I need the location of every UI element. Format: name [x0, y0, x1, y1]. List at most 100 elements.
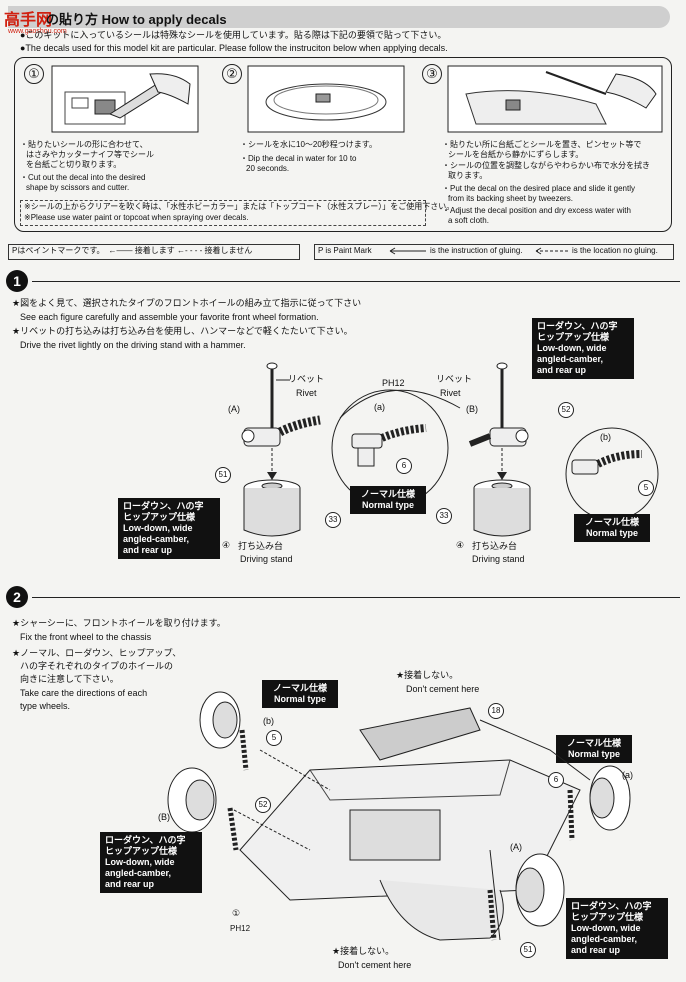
decal-intro-jp: ●このキットに入っているシールは特殊なシールを使用しています。貼る際は下記の要領…	[20, 30, 447, 40]
no-cement-bottom-en: Don't cement here	[338, 960, 412, 970]
normal-label-step1-right: ノーマル仕様 Normal type	[574, 514, 650, 542]
step-2-text-jp1: ★シャーシーに、フロントホイールを取り付けます。	[12, 618, 226, 628]
decal-step-1-number: ①	[24, 64, 44, 84]
part-52-callout: 52	[558, 402, 574, 418]
rivet-label-jp-left: リベット	[288, 374, 325, 384]
decal-step-2-number: ②	[222, 64, 242, 84]
decal-step-3-jp4: 取ります。	[448, 171, 488, 180]
driving-stand-right-num: ④	[456, 540, 465, 550]
step-2-rule	[32, 597, 680, 598]
part-6-callout-step2: 6	[548, 772, 564, 788]
decal-step-1-jp1: ・貼りたいシールの形に合わせて、	[20, 140, 148, 149]
legend-en-paint: P is Paint Mark	[318, 246, 372, 255]
normal-arm-b-illustration	[565, 427, 659, 521]
front-wheel-assembly-B-illustration	[468, 362, 531, 537]
paint-mark-step2: PH12	[230, 924, 251, 933]
wheel-label-a: (a)	[622, 770, 633, 780]
step-2-text-jp2: ★ノーマル、ローダウン、ヒップアップ、	[12, 648, 182, 658]
normal-label-step1-center: ノーマル仕様 Normal type	[350, 486, 426, 514]
decal-instructions-box	[14, 57, 672, 232]
glue-arrow-icon	[389, 247, 426, 255]
decal-notes-box	[20, 200, 426, 226]
step-1-text-jp1: ★図をよく見て、選択されたタイプのフロントホイールの組み立て指示に従って下さい	[12, 298, 362, 308]
decal-step-1-en2: shape by scissors and cutter.	[26, 183, 130, 192]
part-33-callout-right: 33	[436, 508, 452, 524]
decal-step-2-jp1: ・シールを水に10〜20秒程つけます。	[240, 140, 377, 149]
rivet-label-en-right: Rivet	[440, 388, 461, 398]
decal-note-en: ※Please use water paint or topcoat when …	[24, 213, 249, 222]
step-2-text-jp4: 向きに注意して下さい。	[20, 674, 119, 684]
decal-step-3-jp3: ・シールの位置を調整しながらやわらかい布で水分を拭き	[442, 161, 650, 170]
driving-stand-left-jp: 打ち込み台	[238, 541, 284, 551]
part-5-callout-step2: 5	[266, 730, 282, 746]
decal-step-2-en1: ・Dip the decal in water for 10 to	[240, 154, 357, 163]
site-logo-url: www.gaoshou.com	[8, 28, 67, 35]
rivet-label-en-left: Rivet	[296, 388, 317, 398]
decal-water-dish-illustration	[247, 65, 405, 133]
step-1-text-en1: See each figure carefully and assemble y…	[20, 312, 319, 322]
part-6-callout: 6	[396, 458, 412, 474]
chassis-assembly-illustration	[167, 691, 631, 941]
legend-jp-box	[8, 244, 300, 260]
assembly-label-B: (B)	[466, 404, 478, 414]
legend-en-box	[314, 244, 674, 260]
wheel-label-b: (b)	[263, 716, 274, 726]
no-cement-bottom-jp: ★接着しない。	[332, 946, 395, 956]
decal-apply-illustration	[447, 65, 663, 133]
decal-step-3-jp2: シールを台紙から静かにずらします。	[448, 150, 584, 159]
decal-intro-en: ●The decals used for this model kit are …	[20, 43, 448, 53]
part-51-callout-step2: 51	[520, 942, 536, 958]
part-33-callout-left: 33	[325, 512, 341, 528]
decal-step-3-jp1: ・貼りたい所に台紙ごとシールを置き、ピンセット等で	[442, 140, 642, 149]
legend-en-noglue: is the location no gluing.	[572, 246, 658, 255]
part-51-callout: 51	[215, 467, 231, 483]
normal-label-step2-right: ノーマル仕様 Normal type	[556, 735, 632, 763]
decal-step-3-en2: from its backing sheet by tweezers.	[448, 194, 573, 203]
decal-step-1-en1: ・Cut out the decal into the desired	[20, 173, 146, 182]
part-1-label: ①	[232, 908, 241, 918]
part-5-callout: 5	[638, 480, 654, 496]
no-cement-top-en: Don't cement here	[406, 684, 480, 694]
decal-cut-illustration	[51, 65, 199, 133]
decal-step-3-number: ③	[422, 64, 442, 84]
assembly-label-A: (A)	[228, 404, 240, 414]
decal-section-title: の貼り方 How to apply decals	[46, 12, 227, 27]
normal-arm-a-illustration	[331, 389, 461, 507]
wheel-label-B: (B)	[158, 812, 170, 822]
legend-jp: Pはペイントマークです。 ←—— 接着します ←- - - - 接着しません	[12, 246, 253, 255]
no-glue-arrow-icon	[535, 247, 568, 255]
decal-step-3-en3: ・Adjust the decal position and dry exces…	[442, 206, 631, 215]
step-2-badge: 2	[6, 586, 28, 608]
step-2-text-en2: Take care the directions of each	[20, 688, 148, 698]
legend-en-glue: is the instruction of gluing.	[430, 246, 523, 255]
decal-step-1-jp2: はさみやカッターナイフ等でシール	[26, 150, 154, 159]
driving-stand-left-num: ④	[222, 540, 231, 550]
driving-stand-right-en: Driving stand	[472, 554, 525, 564]
step-1-badge: 1	[6, 270, 28, 292]
step-2-text-jp3: ハの字それぞれのタイプのホイールの	[20, 661, 174, 671]
lowdown-label-step2-right: ローダウン、ハの字 ヒップアップ仕様 Low-down, wide angled…	[566, 898, 668, 959]
decal-step-2-en2: 20 seconds.	[246, 164, 290, 173]
step-1-rule	[32, 281, 680, 282]
part-52-callout-step2: 52	[255, 797, 271, 813]
lowdown-label-step2-left: ローダウン、ハの字 ヒップアップ仕様 Low-down, wide angled…	[100, 832, 202, 893]
paint-mark-center: PH12	[382, 378, 405, 388]
step-1-text-en2: Drive the rivet lightly on the driving s…	[20, 340, 246, 350]
lowdown-label-top-right: ローダウン、ハの字 ヒップアップ仕様 Low-down, wide angled…	[532, 318, 634, 379]
rivet-label-jp-right: リベット	[436, 374, 473, 384]
normal-label-step2-top: ノーマル仕様 Normal type	[262, 680, 338, 708]
wheel-label-A: (A)	[510, 842, 522, 852]
arm-label-b: (b)	[600, 432, 611, 442]
step-2-text-en1: Fix the front wheel to the chassis	[20, 632, 152, 642]
no-cement-top-jp: ★接着しない。	[396, 670, 459, 680]
decal-note-jp: ※シールの上からクリアーを吹く時は、「水性ホビーカラー」または「トップコート（水…	[24, 202, 455, 211]
site-logo: 高手网	[4, 10, 53, 29]
step-1-text-jp2: ★リベットの打ち込みは打ち込み台を使用し、ハンマーなどで軽くたたいて下さい。	[12, 326, 353, 336]
driving-stand-left-en: Driving stand	[240, 554, 293, 564]
decal-step-3-en4: a soft cloth.	[448, 216, 489, 225]
section-header-bar	[8, 6, 670, 28]
part-18-callout: 18	[488, 703, 504, 719]
decal-step-1-jp3: を台紙ごと切り取ります。	[26, 160, 122, 169]
decal-step-3-en1: ・Put the decal on the desired place and …	[442, 184, 636, 193]
arm-label-a: (a)	[374, 402, 385, 412]
